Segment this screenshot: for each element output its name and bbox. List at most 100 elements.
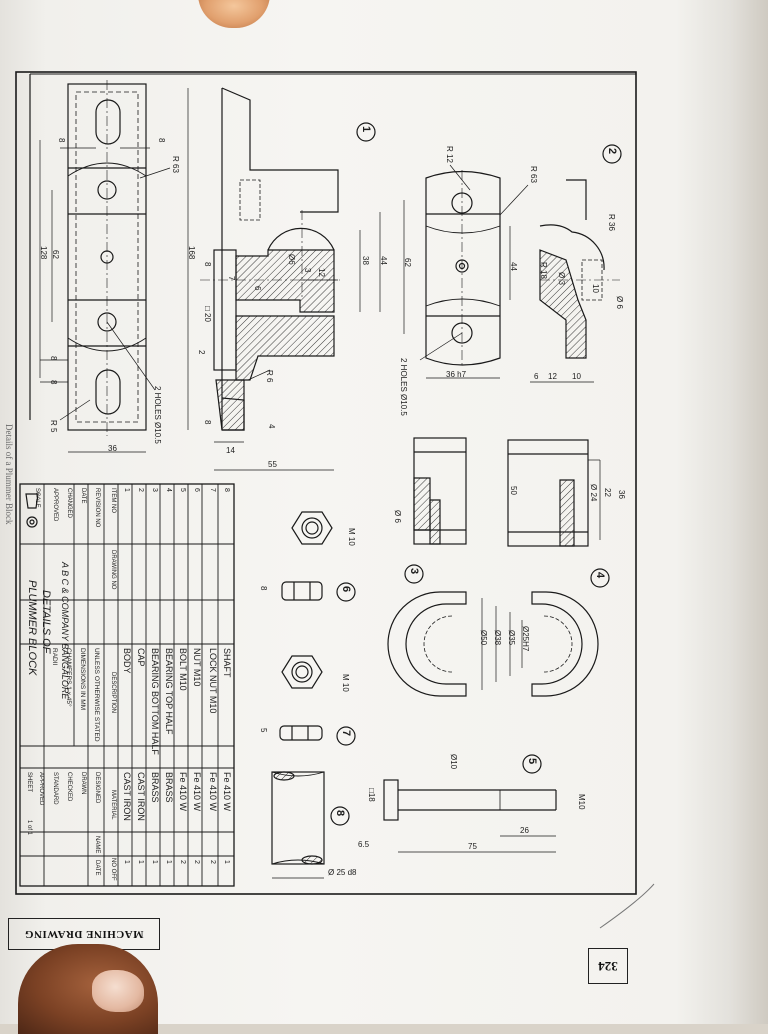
notes-line-2: DIMENSIONS IN MM [79, 648, 86, 711]
dim-label: 22 [603, 488, 612, 497]
dim-label: 38 [361, 256, 370, 265]
dim-label: 8 [203, 262, 212, 267]
parts-list-qty-2: 2 [209, 860, 216, 864]
dim-label: 6.5 [358, 840, 370, 849]
dim-label: 8 [157, 138, 166, 143]
parts-list-desc-4: BOLT M10 [178, 648, 188, 691]
parts-list-desc-3: NUT M10 [192, 648, 202, 687]
dim-label: Ø 24 [589, 484, 598, 502]
parts-list-qty-4: 2 [179, 860, 186, 864]
dim-label: 2 HOLES Ø10.5 [153, 386, 162, 444]
parts-list-desc-6: BEARING BOTTOM HALF [150, 648, 160, 755]
dim-label: 3 [303, 268, 312, 273]
dim-label: 44 [379, 256, 388, 265]
nut-views [279, 511, 333, 741]
parts-list-material-6: BRASS [150, 772, 160, 803]
sheet-label: SHEET [26, 772, 32, 793]
parts-list-qty-1: 1 [223, 860, 230, 864]
approved-label: APPROVED [52, 488, 58, 522]
parts-list-item-8: 1 [123, 488, 130, 492]
parts-list-desc-7: CAP [136, 648, 146, 667]
page-number: 324 [588, 948, 628, 984]
dim-label: 8 [49, 356, 58, 361]
dim-label: 5 [259, 728, 268, 733]
dim-label: 36 h7 [446, 370, 467, 379]
dim-label: R 12 [445, 146, 454, 163]
dim-label: R 63 [171, 156, 180, 173]
dim-label: Ø 6 [393, 510, 402, 523]
dim-label: 2 [197, 350, 206, 355]
parts-list-item-5: 4 [165, 488, 172, 492]
dim-label: Ø50 [479, 630, 488, 646]
parts-list-material-3: Fe 410 W [192, 772, 202, 812]
dim-label: 26 [520, 826, 529, 835]
parts-list-item-6: 3 [151, 488, 158, 492]
parts-list-material-5: BRASS [164, 772, 174, 803]
parts-list-qty-3: 2 [193, 860, 200, 864]
dim-label: 2 HOLES Ø10.5 [399, 358, 408, 416]
parts-list-desc-8: BODY [122, 648, 132, 674]
parts-list-item-7: 2 [137, 488, 144, 492]
standard-label: STANDARD [52, 772, 58, 805]
dim-label: 62 [403, 258, 412, 267]
col-item-no: ITEM NO [110, 488, 116, 513]
parts-list-qty-7: 1 [137, 860, 144, 864]
dim-label: 8 [57, 138, 66, 143]
dim-label: 10 [591, 284, 600, 293]
part-number-4: 4 [594, 572, 606, 579]
drawn-label: DRAWN [80, 772, 86, 795]
title-block-lines [19, 483, 235, 887]
parts-list-desc-1: SHAFT [222, 648, 232, 678]
drawing-title-2: PLUMMER BLOCK [26, 580, 38, 676]
shaft-view [271, 771, 325, 879]
dim-label: Ø 6 [615, 296, 624, 309]
dim-label: M 10 [347, 528, 356, 546]
dim-label: □18 [367, 788, 376, 802]
dim-label: 8 [259, 586, 268, 591]
dim-label: 6 [534, 372, 539, 381]
bolt-view [383, 779, 557, 853]
parts-list-qty-5: 1 [165, 860, 172, 864]
parts-list-desc-2: LOCK NUT M10 [208, 648, 218, 714]
col-drawing-no: DRAWING NO [110, 550, 116, 590]
drawing-title-1: DETAILS OF [40, 590, 52, 654]
date-label: DATE [80, 488, 86, 504]
dim-label: Ø 3 [557, 272, 566, 285]
parts-list-material-2: Fe 410 W [208, 772, 218, 812]
part-number-7: 7 [340, 730, 352, 737]
projection-symbol [26, 516, 38, 528]
parts-list-item-3: 6 [193, 488, 200, 492]
parts-list-desc-5: BEARING TOP HALF [164, 648, 174, 735]
dim-label: M 10 [341, 674, 350, 692]
dim-label: 12 [317, 268, 326, 277]
body-section-view [187, 87, 381, 471]
dim-label: R 18 [539, 262, 548, 279]
sheet-of: 1 of 1 [26, 820, 32, 836]
dim-label: 62 [51, 250, 60, 259]
part-number-2: 2 [606, 148, 618, 155]
dim-label: Ø25H7 [521, 626, 530, 652]
drawing-border [15, 71, 637, 895]
parts-list-item-2: 7 [209, 488, 216, 492]
revision-no: REVISION NO [94, 488, 100, 528]
parts-list-qty-6: 1 [151, 860, 158, 864]
name-col: NAME [94, 836, 100, 854]
dim-label: 44 [509, 262, 518, 271]
approved2-label: APPROVED [38, 772, 44, 806]
parts-list-qty-8: 1 [123, 860, 130, 864]
parts-list-item-1: 8 [223, 488, 230, 492]
dim-label: 10 [572, 372, 581, 381]
notes-line-4: RADII [51, 648, 58, 666]
dim-label: 50 [509, 486, 518, 495]
col-description: DESCRIPTION [110, 672, 116, 714]
dim-label: R 36 [607, 214, 616, 231]
checked-label: CHECKED [66, 772, 72, 802]
dim-label: 14 [226, 446, 235, 455]
cap-front-view [403, 164, 529, 379]
parts-list-material-4: Fe 410 W [178, 772, 188, 812]
dim-label: R 5 [49, 420, 58, 433]
dim-label: 168 [187, 246, 196, 260]
part-number-6: 6 [340, 586, 352, 593]
parts-list-material-1: Fe 410 W [222, 772, 232, 812]
